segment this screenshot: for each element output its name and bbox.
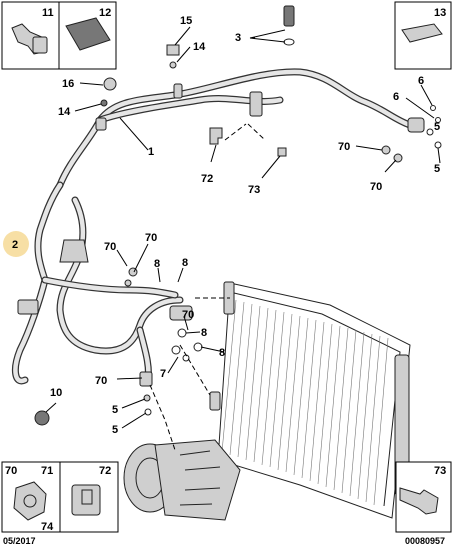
callout-1: 1 [148, 146, 154, 158]
cap-16-icon [103, 77, 117, 91]
callout-7: 7 [160, 368, 166, 380]
sensor-3-icon [283, 5, 295, 27]
callout-73: 73 [248, 184, 260, 196]
callout-70-mid-a: 70 [104, 241, 116, 253]
callout-3: 3 [235, 32, 241, 44]
inset-72: 72 [59, 461, 119, 533]
inset-73-label: 73 [434, 465, 446, 477]
clip-nut-icon [71, 484, 101, 516]
callout-70-right: 70 [338, 141, 350, 153]
inset-74-label: 74 [41, 521, 54, 533]
pipe-1 [56, 68, 425, 189]
callout-6-top: 6 [418, 75, 424, 87]
callout-8-b: 8 [182, 257, 188, 269]
leader-lines [45, 26, 441, 429]
footer-ref: 00080957 [405, 536, 445, 546]
callout-5-right-bottom: 5 [434, 163, 440, 175]
callout-6-mid: 6 [393, 91, 399, 103]
highlight-circle [3, 231, 29, 257]
callout-70-lower: 70 [95, 375, 107, 387]
cap-15-icon [166, 44, 180, 56]
callout-70-mid-b: 70 [145, 232, 157, 244]
callout-15: 15 [180, 15, 192, 27]
seal-strip-icon [401, 23, 443, 43]
callout-70-right-bottom: 70 [370, 181, 382, 193]
inset-72-label: 72 [99, 465, 111, 477]
bracket-10-icon [34, 410, 50, 426]
inset-71-label: 71 [41, 465, 53, 477]
nut-icon [13, 481, 47, 521]
callout-8-c: 8 [201, 327, 207, 339]
pipe-2 [11, 181, 193, 387]
callout-14-left: 14 [58, 106, 71, 118]
inset-70-71-74: 70 71 74 [1, 461, 61, 533]
callout-72: 72 [201, 173, 213, 185]
callout-8-a: 8 [154, 258, 160, 270]
callout-2: 2 [12, 239, 18, 251]
foam-pad-icon [65, 17, 111, 51]
inset-70-label: 70 [5, 465, 17, 477]
callout-8-d: 8 [219, 347, 225, 359]
callout-70-mid-c: 70 [182, 309, 194, 321]
inset-13: 13 [394, 1, 452, 70]
inset-73: 73 [395, 461, 452, 533]
bracket-72-icon [209, 127, 223, 145]
callout-16: 16 [62, 78, 74, 90]
compressor [123, 439, 241, 521]
condenser [209, 281, 411, 519]
callout-5-lower-b: 5 [112, 424, 118, 436]
callout-5-lower-a: 5 [112, 404, 118, 416]
inset-11: 11 [1, 1, 60, 70]
callout-5-right-top: 5 [434, 121, 440, 133]
inset-12: 12 [58, 1, 117, 70]
inset-12-label: 12 [99, 7, 111, 19]
callout-10: 10 [50, 387, 62, 399]
bolt-73-icon [277, 147, 287, 157]
flange-bolt-icon [399, 487, 439, 515]
inset-13-label: 13 [434, 7, 446, 19]
callout-14-top: 14 [193, 41, 206, 53]
filter-drier-icon [59, 239, 89, 263]
footer-date: 05/2017 [3, 536, 36, 546]
inset-11-label: 11 [42, 7, 54, 19]
